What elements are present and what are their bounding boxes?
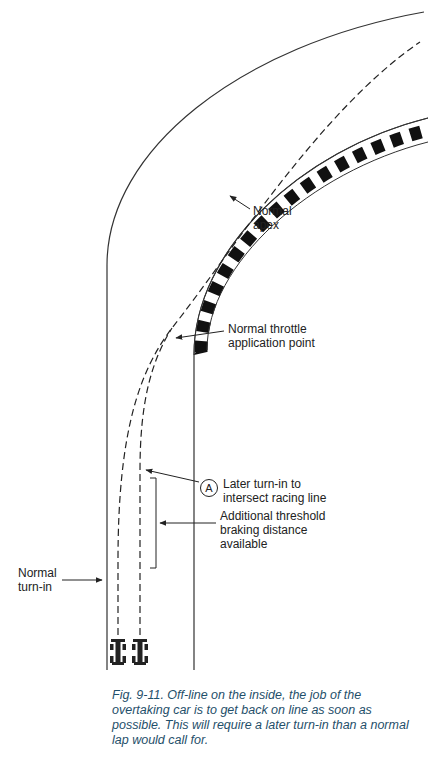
- turn-in-label: Normal turn-in: [18, 566, 66, 594]
- leader-arrow: [160, 523, 216, 524]
- turn-in-label: Later turn-in to intersect racing line: [223, 477, 343, 505]
- callout-circle: A: [200, 479, 218, 497]
- apex-label: Normal apex: [253, 204, 313, 232]
- outer-edge: [107, 12, 424, 670]
- braking-label: Additional threshold braking distance av…: [220, 509, 345, 551]
- race-car: [110, 639, 126, 665]
- leader-arrow: [230, 196, 250, 209]
- inner-edge: [194, 118, 428, 670]
- overtaking-line: [140, 328, 172, 635]
- curb-inner: [194, 118, 428, 355]
- curb-end: [194, 344, 207, 355]
- leader-arrow: [176, 331, 224, 338]
- normal-line: [118, 42, 420, 635]
- leader-arrow: [62, 580, 102, 581]
- curb-outer: [207, 142, 428, 350]
- race-car: [132, 639, 148, 665]
- leader-arrow: [146, 470, 199, 482]
- throttle-label: Normal throttle application point: [228, 322, 348, 350]
- figure-caption: Fig. 9-11. Off-line on the inside, the j…: [112, 688, 412, 748]
- bracket: [150, 478, 156, 568]
- callout-letter: A: [205, 482, 212, 494]
